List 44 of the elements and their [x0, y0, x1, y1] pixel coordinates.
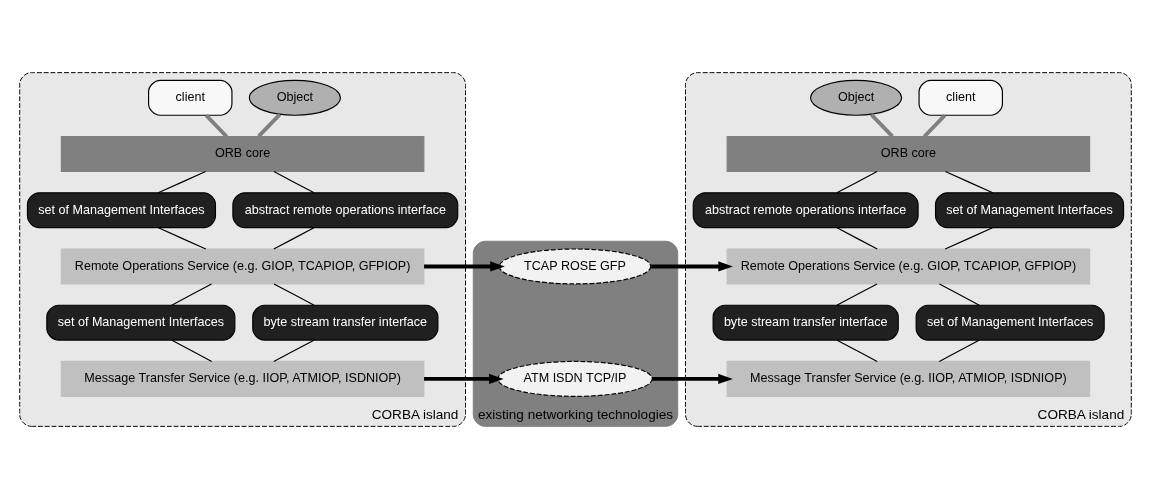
node-box: Remote Operations Service (e.g. GIOP, TCAPIOP, GFPIOP)	[726, 248, 1091, 285]
connector	[257, 113, 282, 138]
connector	[273, 171, 315, 194]
arrow	[424, 373, 504, 384]
connector	[938, 283, 980, 306]
connector	[836, 227, 878, 250]
node-box: Message Transfer Service (e.g. IIOP, ATMIOP, ISDNIOP)	[726, 360, 1091, 397]
arrow	[652, 373, 733, 384]
connector	[204, 114, 229, 138]
node-ellipse: ATM ISDN TCP/IP	[497, 360, 653, 397]
node-box: client	[148, 79, 233, 116]
node-box: Message Transfer Service (e.g. IIOP, ATMIOP, ISDNIOP)	[60, 360, 425, 397]
connector	[157, 227, 207, 250]
node-box: abstract remote operations interface	[232, 192, 459, 229]
connector	[836, 171, 878, 194]
connector	[157, 171, 207, 194]
node-box: ORB core	[726, 136, 1091, 173]
connector	[836, 283, 878, 306]
connector	[944, 227, 994, 250]
node-box: set of Management Interfaces	[26, 192, 217, 229]
node-ellipse: Object	[248, 79, 342, 116]
node-ellipse: Object	[809, 79, 903, 116]
connector	[869, 113, 894, 138]
node-box: set of Management Interfaces	[934, 192, 1125, 229]
node-box: client	[918, 79, 1003, 116]
node-ellipse: TCAP ROSE GFP	[498, 248, 652, 285]
connector	[171, 339, 213, 362]
node-box: ORB core	[60, 136, 425, 173]
connector	[944, 171, 994, 194]
node-box: byte stream transfer interface	[712, 304, 899, 341]
arrow	[424, 261, 505, 272]
node-box: Remote Operations Service (e.g. GIOP, TCAPIOP, GFPIOP)	[60, 248, 425, 285]
node-box: byte stream transfer interface	[252, 304, 439, 341]
connector	[836, 339, 878, 362]
connector	[171, 283, 213, 306]
arrow	[651, 261, 733, 272]
connector	[938, 339, 980, 362]
node-box: set of Management Interfaces	[46, 304, 236, 341]
connector	[273, 227, 315, 250]
connector	[273, 339, 315, 362]
node-box: abstract remote operations interface	[692, 192, 919, 229]
node-box: set of Management Interfaces	[915, 304, 1105, 341]
connector	[922, 114, 947, 138]
connector	[273, 283, 315, 306]
